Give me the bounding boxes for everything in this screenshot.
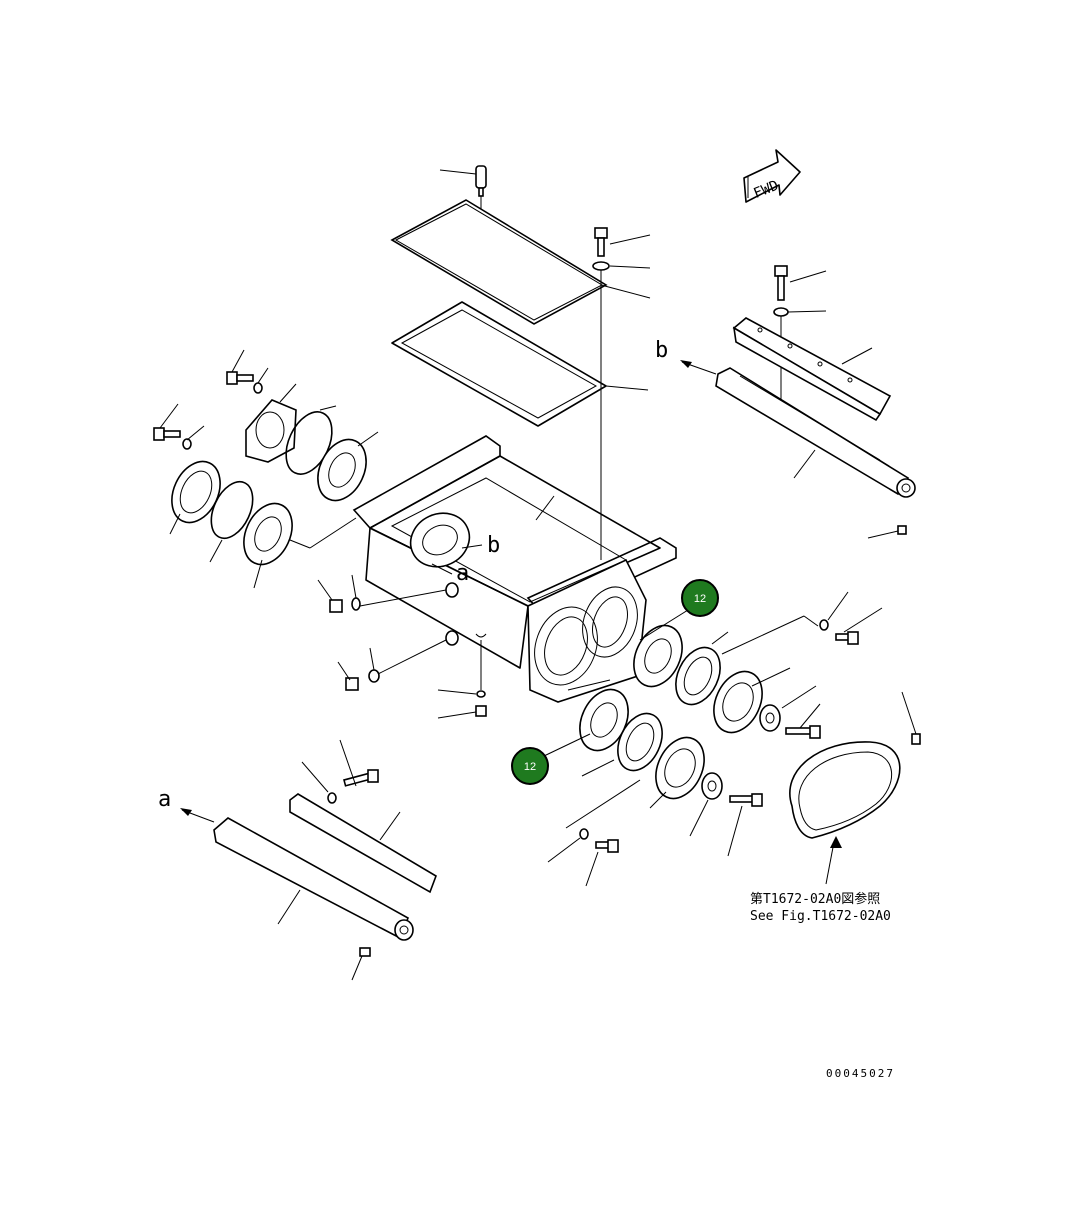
view-letter-b-top: b: [655, 338, 668, 363]
callout-upper[interactable]: 12: [639, 579, 719, 641]
front-shaft-assembly: a: [158, 739, 437, 981]
final-drive-cover: [789, 691, 921, 885]
callout-lower-number: 12: [524, 761, 536, 773]
reference-note-en: See Fig.T1672-02A0: [750, 909, 891, 924]
drawing-number: 00045027: [826, 1067, 895, 1080]
view-letter-a-housing: a: [456, 561, 469, 586]
reference-note: 第T1672-02A0図参照 See Fig.T1672-02A0: [750, 891, 891, 924]
fwd-label: FWD: [751, 178, 780, 202]
right-upper-bearing-group: [633, 591, 883, 739]
cover-gasket: [391, 301, 649, 427]
callout-lower[interactable]: 12: [511, 733, 591, 785]
drain-plugs: [317, 574, 487, 719]
callout-upper-number: 12: [694, 593, 706, 605]
fwd-arrow-icon: FWD: [743, 149, 801, 203]
view-b-marker: b: [655, 338, 717, 375]
housing-view-markers: b a: [431, 533, 500, 586]
right-lower-bearing-group: [547, 679, 763, 887]
top-cover-plate: [390, 199, 608, 325]
reference-note-jp: 第T1672-02A0図参照: [750, 891, 880, 907]
main-housing: [352, 435, 677, 703]
cover-bolt: [592, 227, 651, 560]
rear-bracket: [732, 317, 892, 422]
view-letter-b-housing: b: [487, 533, 500, 558]
left-bearing-group: [153, 349, 379, 589]
view-letter-a-bottom: a: [158, 787, 171, 812]
rear-shaft: [715, 367, 916, 539]
